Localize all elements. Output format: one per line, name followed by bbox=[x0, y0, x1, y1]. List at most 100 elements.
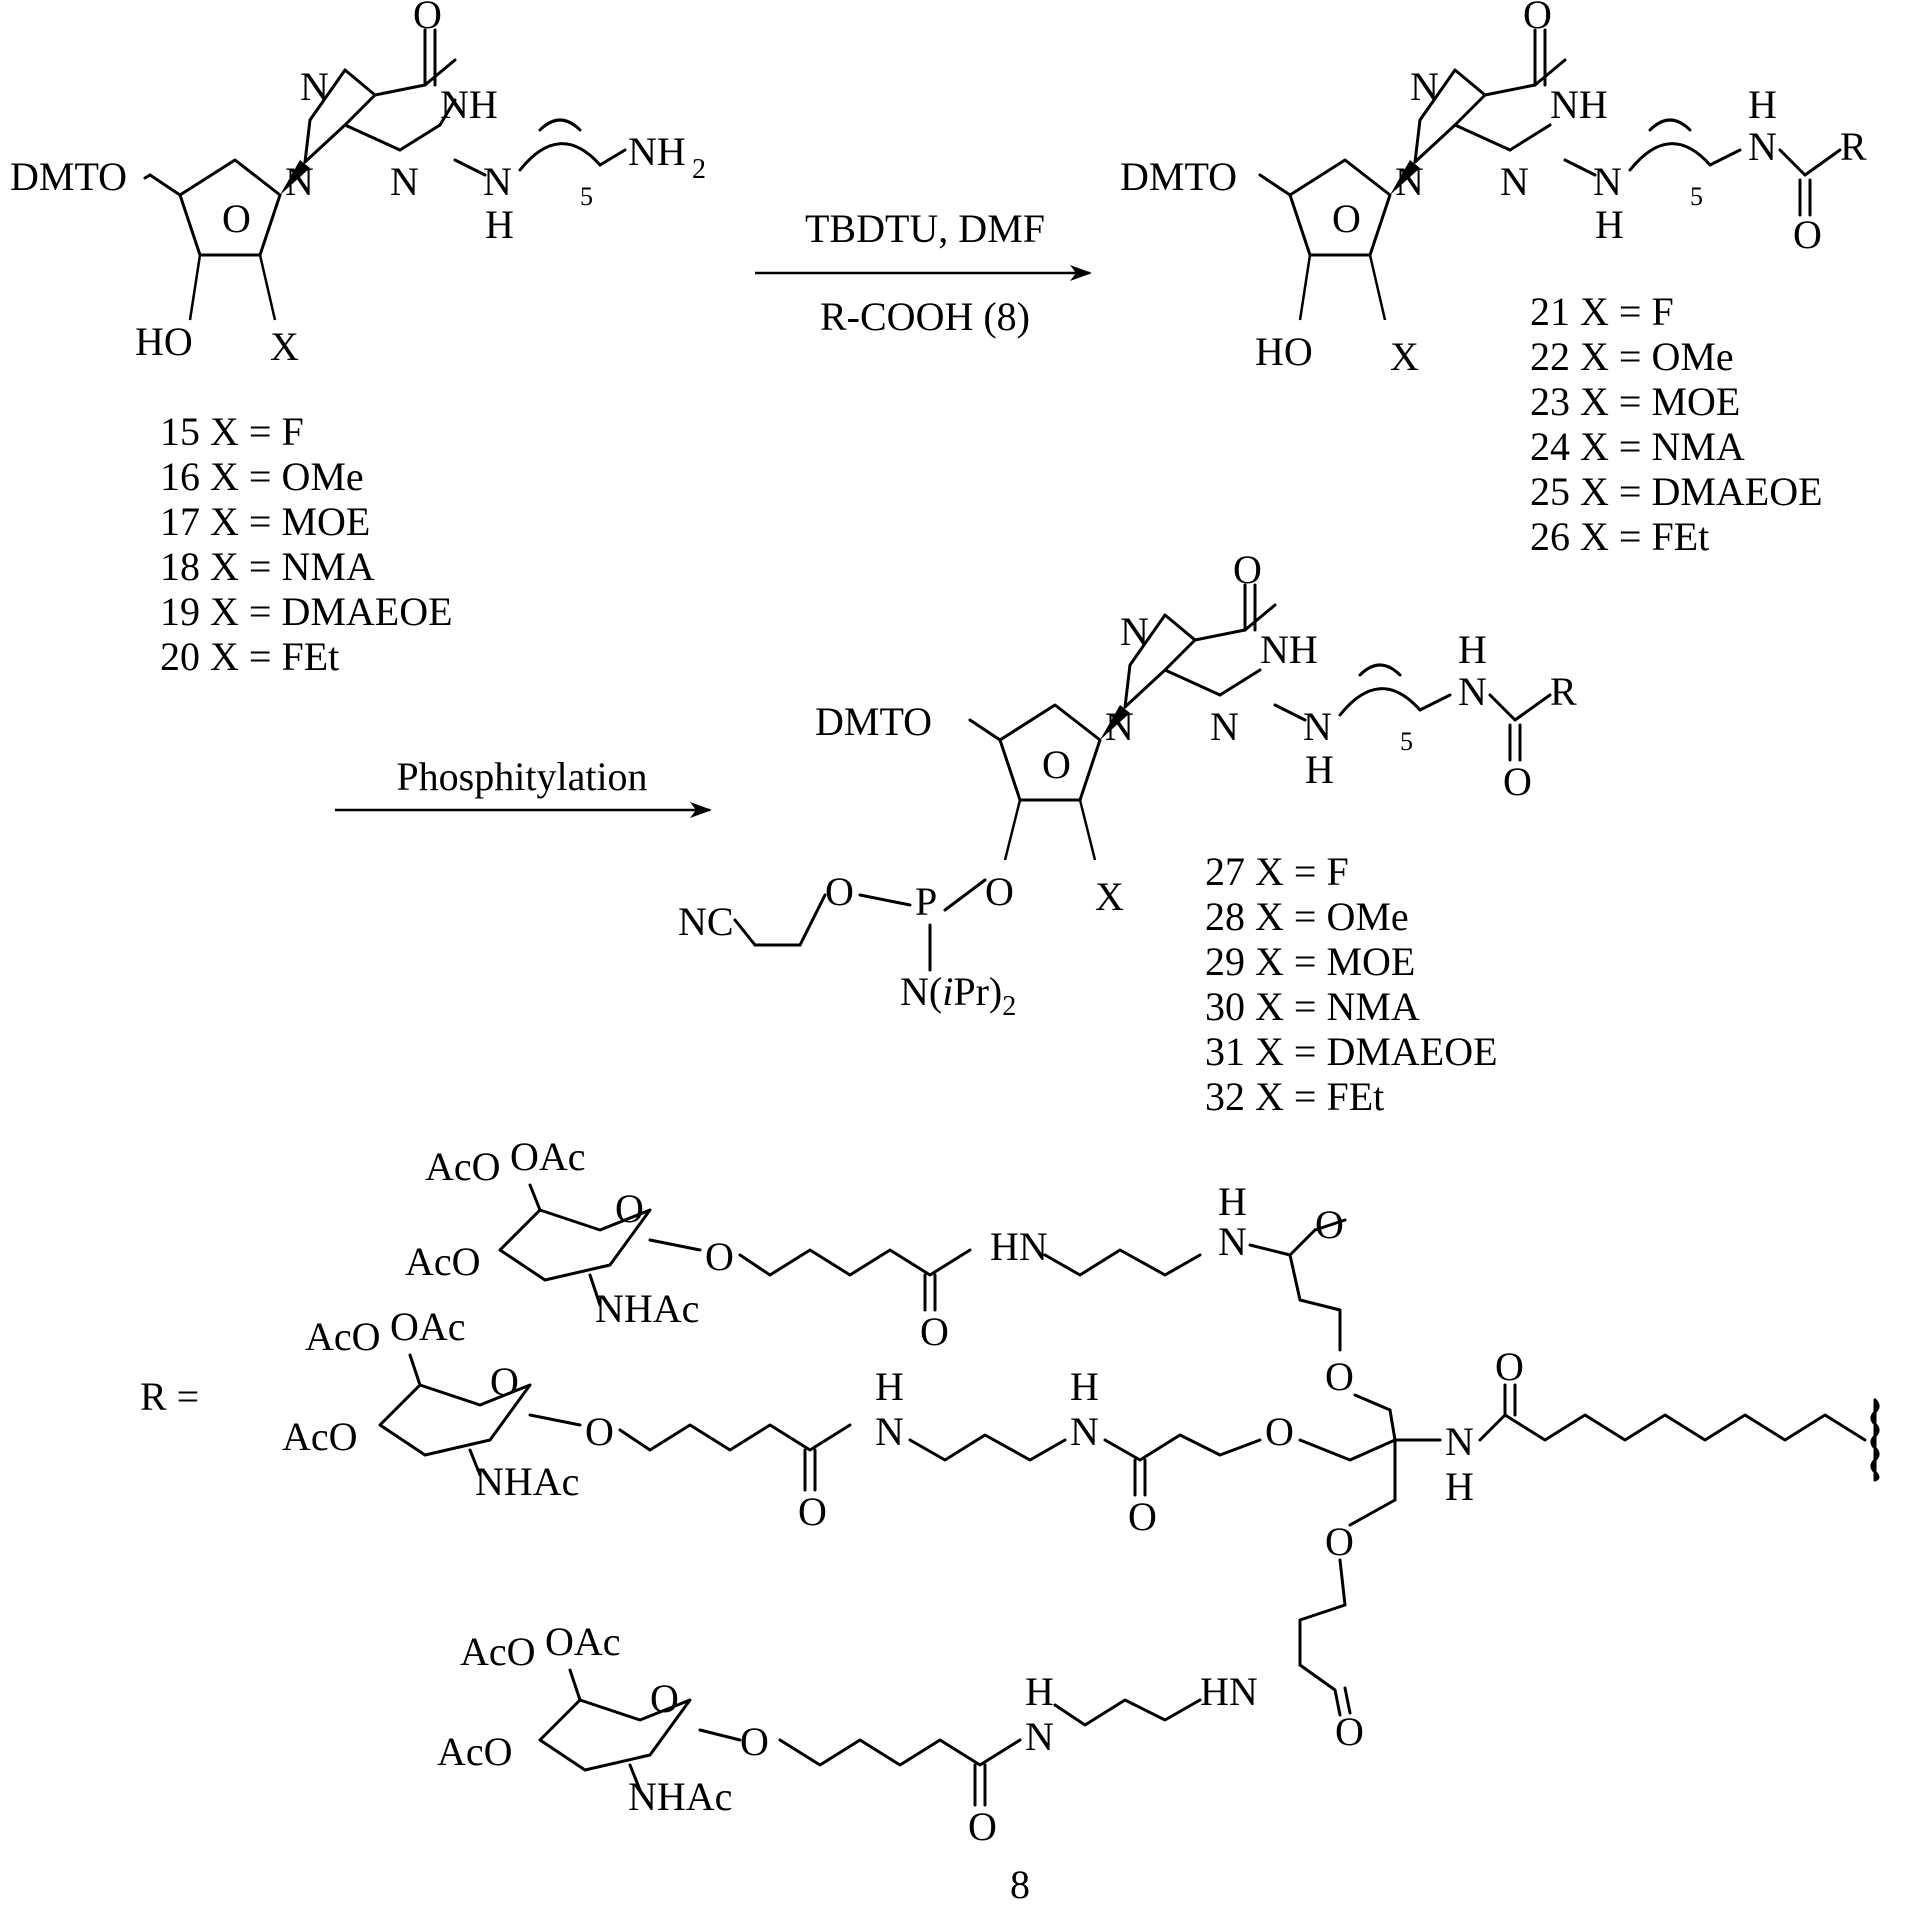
nh2-label: NH bbox=[628, 129, 686, 174]
central-branch: N H O bbox=[1390, 1344, 1878, 1509]
compound-list-phosphoramidite: 27 X = F 28 X = OMe 29 X = MOE 30 X = NM… bbox=[1205, 849, 1498, 1119]
o3-label: O bbox=[985, 869, 1014, 914]
n2-label-2: N bbox=[1593, 159, 1622, 204]
chain-5-label-2: 5 bbox=[1690, 182, 1703, 211]
o-glycoside-1: O bbox=[705, 1234, 734, 1279]
chain-5-label-3: 5 bbox=[1400, 727, 1413, 756]
h-label-2b: H bbox=[1070, 1364, 1099, 1409]
n-label-3: N bbox=[1025, 1714, 1054, 1759]
h-label-2a: H bbox=[875, 1364, 904, 1409]
compound-27: 27 X = F bbox=[1205, 849, 1349, 894]
n7-label: N bbox=[300, 64, 329, 109]
n3-label-2: N bbox=[1500, 159, 1529, 204]
dmto-label-3: DMTO bbox=[815, 699, 932, 744]
compound-28: 28 X = OMe bbox=[1205, 894, 1409, 939]
amide-r-label-3: R bbox=[1550, 669, 1577, 714]
nhac-label-3: NHAc bbox=[628, 1774, 732, 1819]
compound-29: 29 X = MOE bbox=[1205, 939, 1415, 984]
reaction-arrow-2: Phosphitylation bbox=[335, 754, 712, 818]
compound-25: 25 X = DMAEOE bbox=[1530, 469, 1823, 514]
structure-starting-material: DMTO O HO X N N N NH O N H 5 NH 2 bbox=[10, 0, 706, 369]
p-label: P bbox=[915, 879, 937, 924]
central-h-label: H bbox=[1445, 1464, 1474, 1509]
n3-label-3: N bbox=[1210, 704, 1239, 749]
compound-26: 26 X = FEt bbox=[1530, 514, 1709, 559]
c-o-label-2: O bbox=[798, 1489, 827, 1534]
compound-32: 32 X = FEt bbox=[1205, 1074, 1384, 1119]
h-label-3: H bbox=[1025, 1669, 1054, 1714]
h-label-1: H bbox=[1218, 1179, 1247, 1224]
compound-8-label: 8 bbox=[1010, 1862, 1030, 1907]
c-o-label-1: O bbox=[920, 1309, 949, 1354]
compound-21: 21 X = F bbox=[1530, 289, 1674, 334]
nhac-label-2: NHAc bbox=[475, 1459, 579, 1504]
nhac-label-1: NHAc bbox=[595, 1286, 699, 1331]
amide-n-label: N bbox=[1748, 124, 1777, 169]
ether-o-label-2: O bbox=[1265, 1409, 1294, 1454]
c-o-label-3b: O bbox=[968, 1804, 997, 1849]
compound-30: 30 X = NMA bbox=[1205, 984, 1420, 1029]
n2-label-3: N bbox=[1303, 704, 1332, 749]
ether-o-label-3: O bbox=[1325, 1519, 1354, 1564]
c6-o-label-2: O bbox=[1523, 0, 1552, 37]
compound-18: 18 X = NMA bbox=[160, 544, 375, 589]
aco-label-1a: AcO bbox=[425, 1144, 501, 1189]
o-glycoside-2: O bbox=[585, 1409, 614, 1454]
r-equals-label: R = bbox=[140, 1374, 199, 1419]
dmto-label: DMTO bbox=[10, 154, 127, 199]
compound-23: 23 X = MOE bbox=[1530, 379, 1740, 424]
c-o-label-2b: O bbox=[1128, 1494, 1157, 1539]
chain-5-label: 5 bbox=[580, 182, 593, 211]
ring-o-galnac-2: O bbox=[490, 1359, 519, 1404]
x-label: X bbox=[270, 324, 299, 369]
dmto-label-2: DMTO bbox=[1120, 154, 1237, 199]
compound-15: 15 X = F bbox=[160, 409, 304, 454]
compound-31: 31 X = DMAEOE bbox=[1205, 1029, 1498, 1074]
oac-label-2: OAc bbox=[390, 1304, 466, 1349]
amide-o-label-3: O bbox=[1503, 759, 1532, 804]
ether-o-label-1: O bbox=[1325, 1354, 1354, 1399]
ring-o-label-2: O bbox=[1332, 196, 1361, 241]
galnac-arm-2: AcO OAc AcO O NHAc O O H N H N O O bbox=[282, 1304, 1395, 1539]
n-label-2b: N bbox=[1070, 1409, 1099, 1454]
aco-label-3a: AcO bbox=[460, 1629, 536, 1674]
oac-label-1: OAc bbox=[510, 1134, 586, 1179]
o-cyanoethyl-label: O bbox=[825, 869, 854, 914]
reaction-arrow-1: TBDTU, DMF R-COOH (8) bbox=[755, 206, 1092, 339]
ring-o-label: O bbox=[222, 196, 251, 241]
n1h-label: NH bbox=[440, 82, 498, 127]
amide-h-label-3: H bbox=[1458, 627, 1487, 672]
structure-phosphoramidite: DMTO O O X N N N NH O N H 5 H N R O bbox=[678, 547, 1577, 1022]
c-o-label-3a: O bbox=[1335, 1709, 1364, 1754]
c-o-label-1b: O bbox=[1315, 1202, 1344, 1247]
structure-amide-product: DMTO O HO X N N N NH O N H 5 H N R O bbox=[1120, 0, 1867, 379]
n7-label-3: N bbox=[1120, 609, 1149, 654]
o-glycoside-3: O bbox=[740, 1719, 769, 1764]
compound-22: 22 X = OMe bbox=[1530, 334, 1734, 379]
n1h-label-3: NH bbox=[1260, 627, 1318, 672]
compound-24: 24 X = NMA bbox=[1530, 424, 1745, 469]
galnac-arm-3: O O HN H N O O O AcO OAc AcO NHAc bbox=[437, 1500, 1395, 1849]
hn-label-3: HN bbox=[1200, 1669, 1258, 1714]
x-label-3: X bbox=[1095, 874, 1124, 919]
n1h-label-2: NH bbox=[1550, 82, 1608, 127]
n2-h-label-3: H bbox=[1305, 747, 1334, 792]
central-n-label: N bbox=[1445, 1419, 1474, 1464]
ring-o-label-3: O bbox=[1042, 742, 1071, 787]
n9-label-3: N bbox=[1105, 704, 1134, 749]
compound-16: 16 X = OMe bbox=[160, 454, 364, 499]
n7-label-2: N bbox=[1410, 64, 1439, 109]
ho-label-2: HO bbox=[1255, 329, 1313, 374]
amide-r-label: R bbox=[1840, 124, 1867, 169]
central-c-o-label: O bbox=[1495, 1344, 1524, 1389]
n3-label: N bbox=[390, 159, 419, 204]
n9-label-2: N bbox=[1395, 159, 1424, 204]
nc-label: NC bbox=[678, 899, 734, 944]
reagent-tbdtu-dmf: TBDTU, DMF bbox=[805, 206, 1045, 251]
aco-label-1b: AcO bbox=[405, 1239, 481, 1284]
reagent-rcooh: R-COOH (8) bbox=[820, 294, 1030, 339]
x-label-2: X bbox=[1390, 334, 1419, 379]
hn-label-1: HN bbox=[990, 1224, 1048, 1269]
